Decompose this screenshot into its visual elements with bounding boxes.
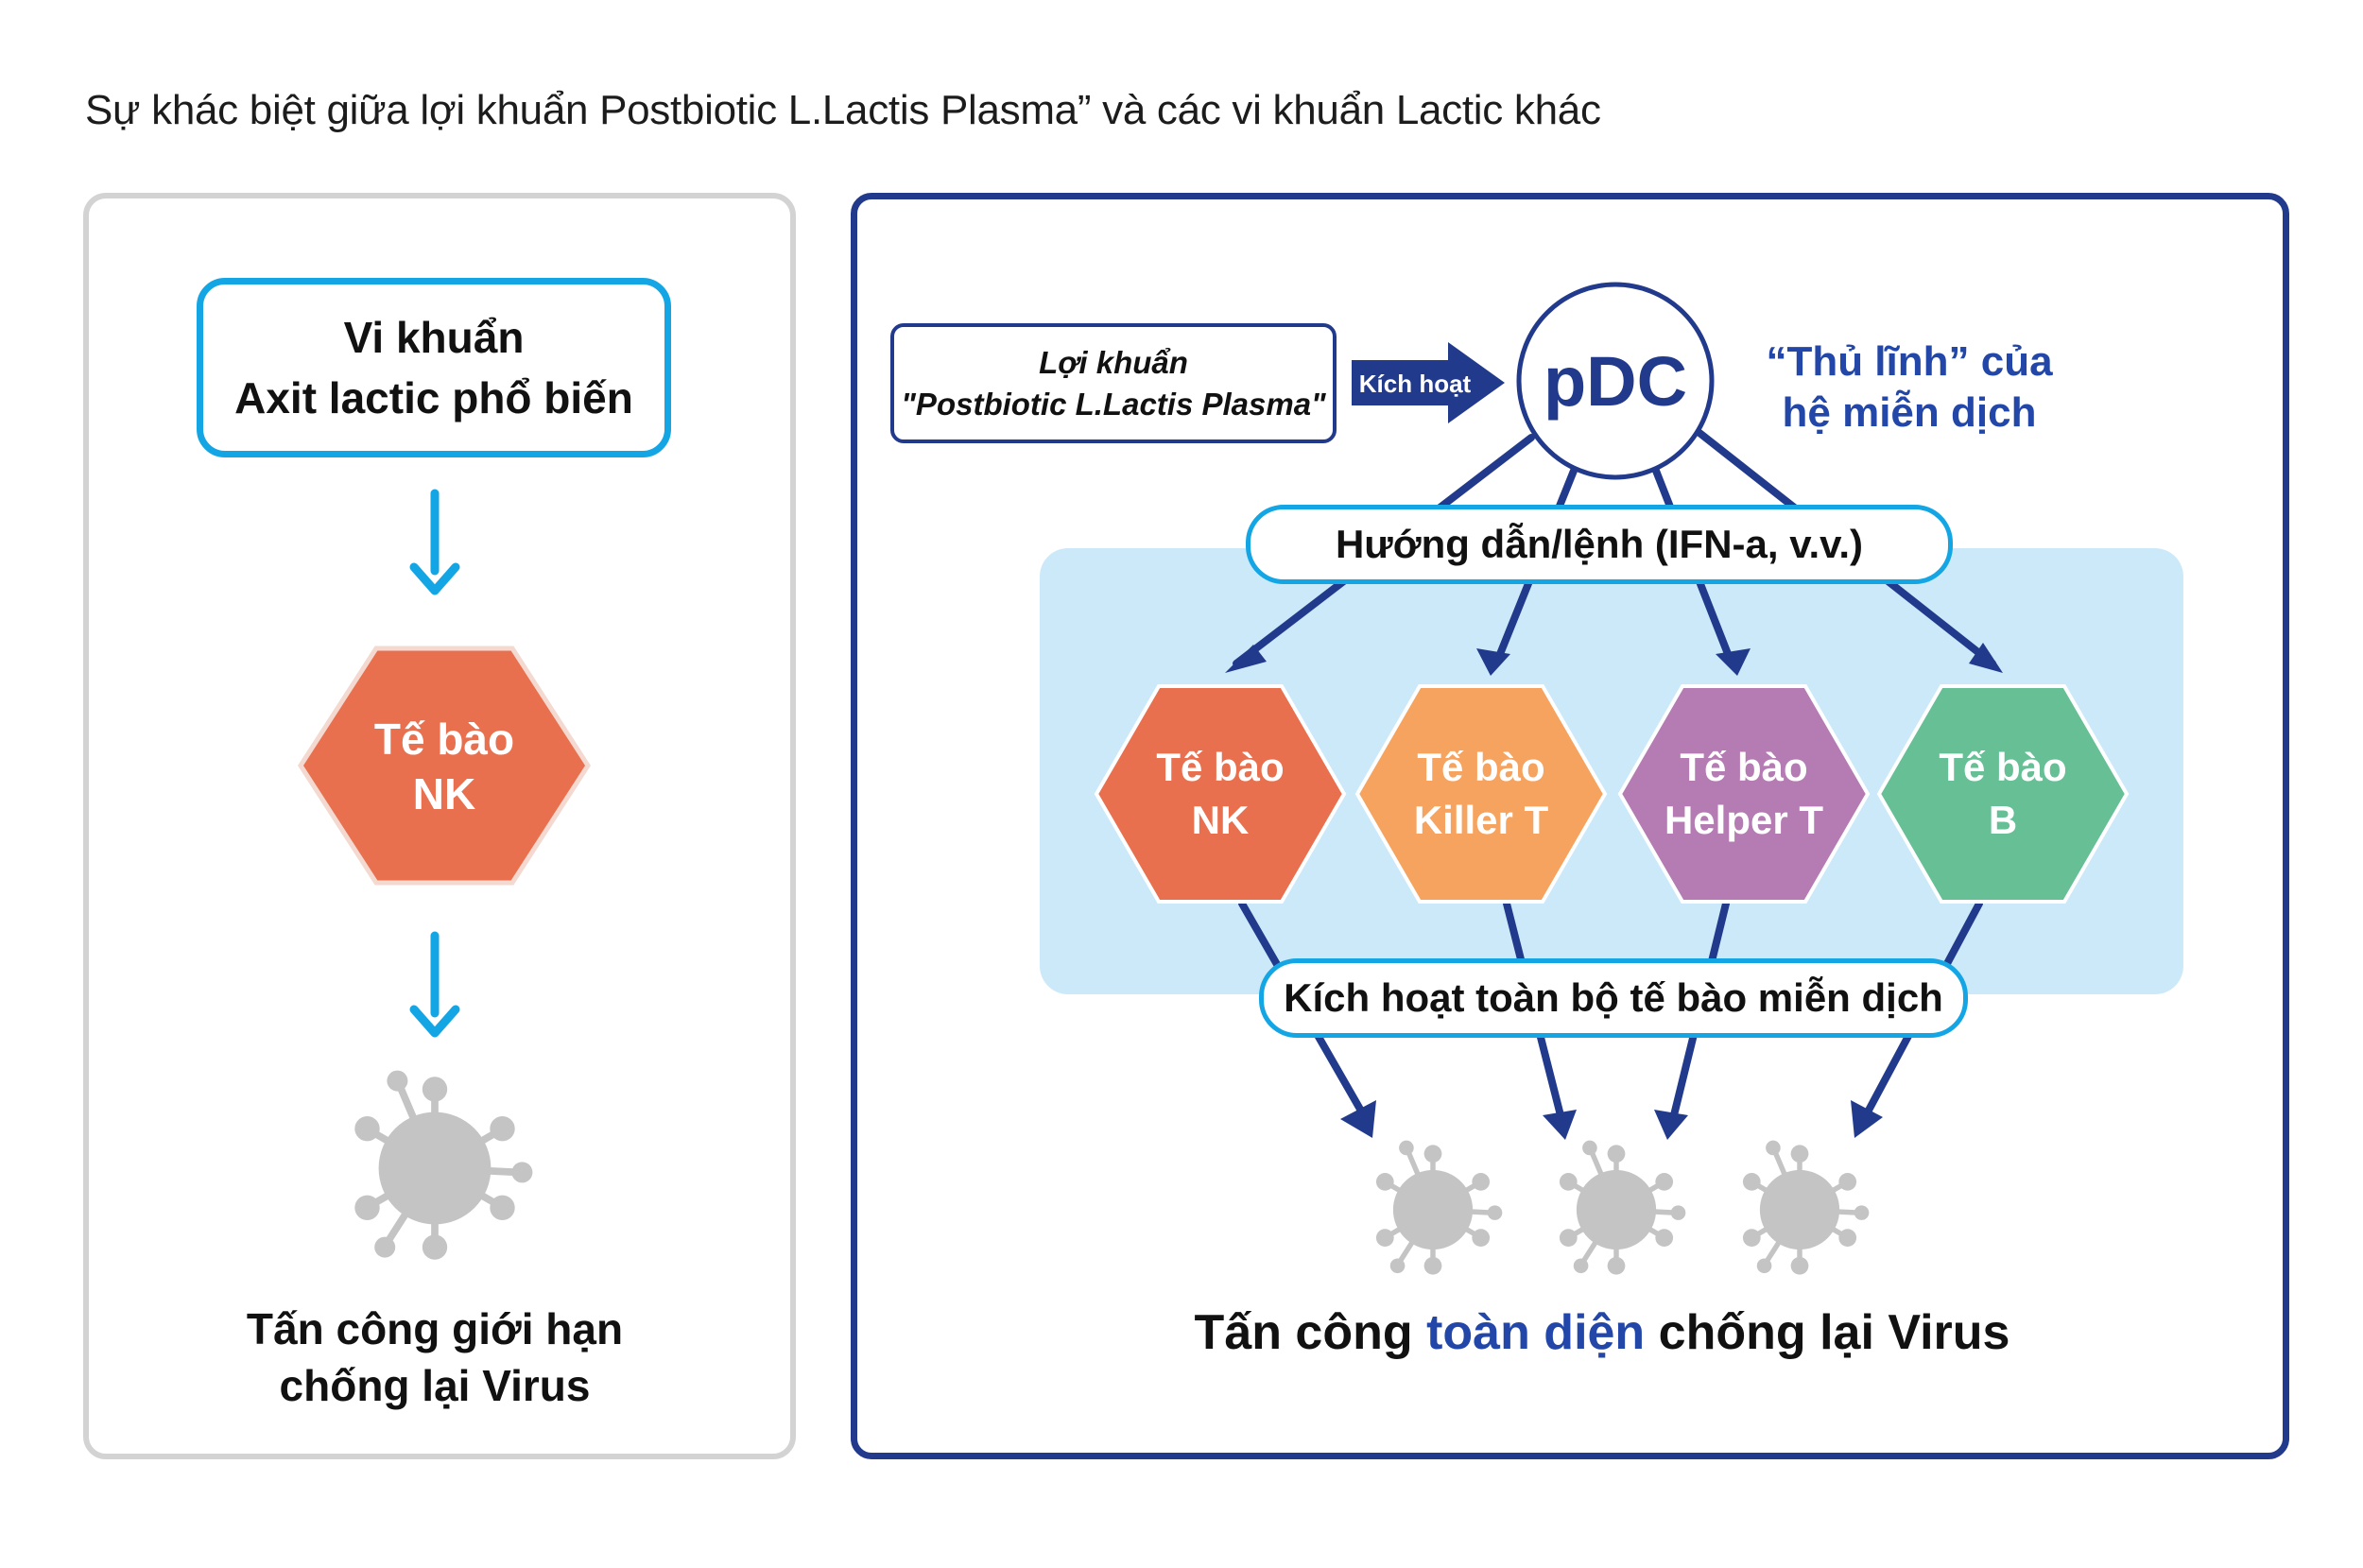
page-title: Sự khác biệt giữa lợi khuẩn Postbiotic L… [85,87,1601,133]
left-nk-cell-hexagon [298,646,591,886]
left-nk-cell-label: Tế bào NK [312,705,577,828]
right-caption: Tấn công toàn diện chống lại Virus [1059,1304,2146,1361]
helper-t-cell-line1: Tế bào [1680,745,1808,789]
nk-cell-label: Tế bào NK [1112,739,1329,849]
left-nk-cell-line1: Tế bào [373,715,515,764]
helper-t-cell-line2: Helper T [1664,798,1824,842]
activate-all-pill: Kích hoạt toàn bộ tế bào miễn dịch [1259,958,1968,1038]
right-panel [851,193,2289,1459]
right-caption-highlight: toàn diện [1426,1305,1646,1360]
left-virus-icon [354,1071,532,1260]
b-cell-hexagon [1876,684,2130,904]
nk-cell-hexagon [1094,684,1347,904]
killer-t-cell-label: Tế bào Killer T [1372,739,1590,849]
pdc-label: pDC [1543,341,1688,421]
left-caption-line2: chống lại Virus [279,1361,591,1410]
pdc-command-arrowheads [1225,643,2003,676]
b-cell-line1: Tế bào [1939,745,2067,789]
postbiotic-plasma-box: Lợi khuẩn "Postbiotic L.Lactis Plasma" [890,323,1337,443]
activate-label: Kích hoạt [1358,369,1472,398]
killer-t-cell-line2: Killer T [1413,798,1549,842]
immune-cells-area [1040,548,2183,994]
helper-t-cell-hexagon [1617,684,1871,904]
left-nk-cell-line2: NK [412,769,476,818]
common-box-line2: Axit lactic phổ biến [234,373,633,422]
activate-arrow [1352,342,1505,423]
attack-arrowheads [1340,1100,1883,1140]
b-cell-label: Tế bào B [1894,739,2112,849]
virus-icon-1 [1376,1141,1502,1275]
left-arrow-1 [409,489,460,595]
left-arrow-2 [409,931,460,1038]
left-caption-line1: Tấn công giới hạn [246,1304,624,1353]
leader-line2: hệ miễn dịch [1782,389,2037,436]
b-cell-line2: B [1988,798,2018,842]
right-caption-part2: chống lại Virus [1645,1305,2010,1360]
left-panel [83,193,796,1459]
right-caption-part1: Tấn công [1194,1305,1427,1360]
plasma-line1: Lợi khuẩn [1039,344,1188,380]
nk-cell-line1: Tế bào [1156,745,1285,789]
helper-t-cell-label: Tế bào Helper T [1635,739,1853,849]
immune-leader-label: “Thủ lĩnh” của hệ miễn dịch [1739,336,2079,439]
pdc-circle [1516,282,1715,480]
leader-line1: “Thủ lĩnh” của [1766,338,2053,385]
virus-icon-3 [1743,1141,1869,1275]
command-pill: Hướng dẫn/lệnh (IFN-a, v.v.) [1246,505,1953,584]
killer-t-cell-hexagon [1354,684,1608,904]
nk-cell-line2: NK [1191,798,1250,842]
killer-t-cell-line1: Tế bào [1417,745,1545,789]
left-caption: Tấn công giới hạn chống lại Virus [170,1301,699,1414]
plasma-line2: "Postbiotic L.Lactis Plasma" [901,386,1326,422]
common-lactic-bacteria-box: Vi khuẩn Axit lactic phổ biến [197,278,671,457]
common-box-line1: Vi khuẩn [343,313,525,362]
virus-icon-2 [1560,1141,1685,1275]
